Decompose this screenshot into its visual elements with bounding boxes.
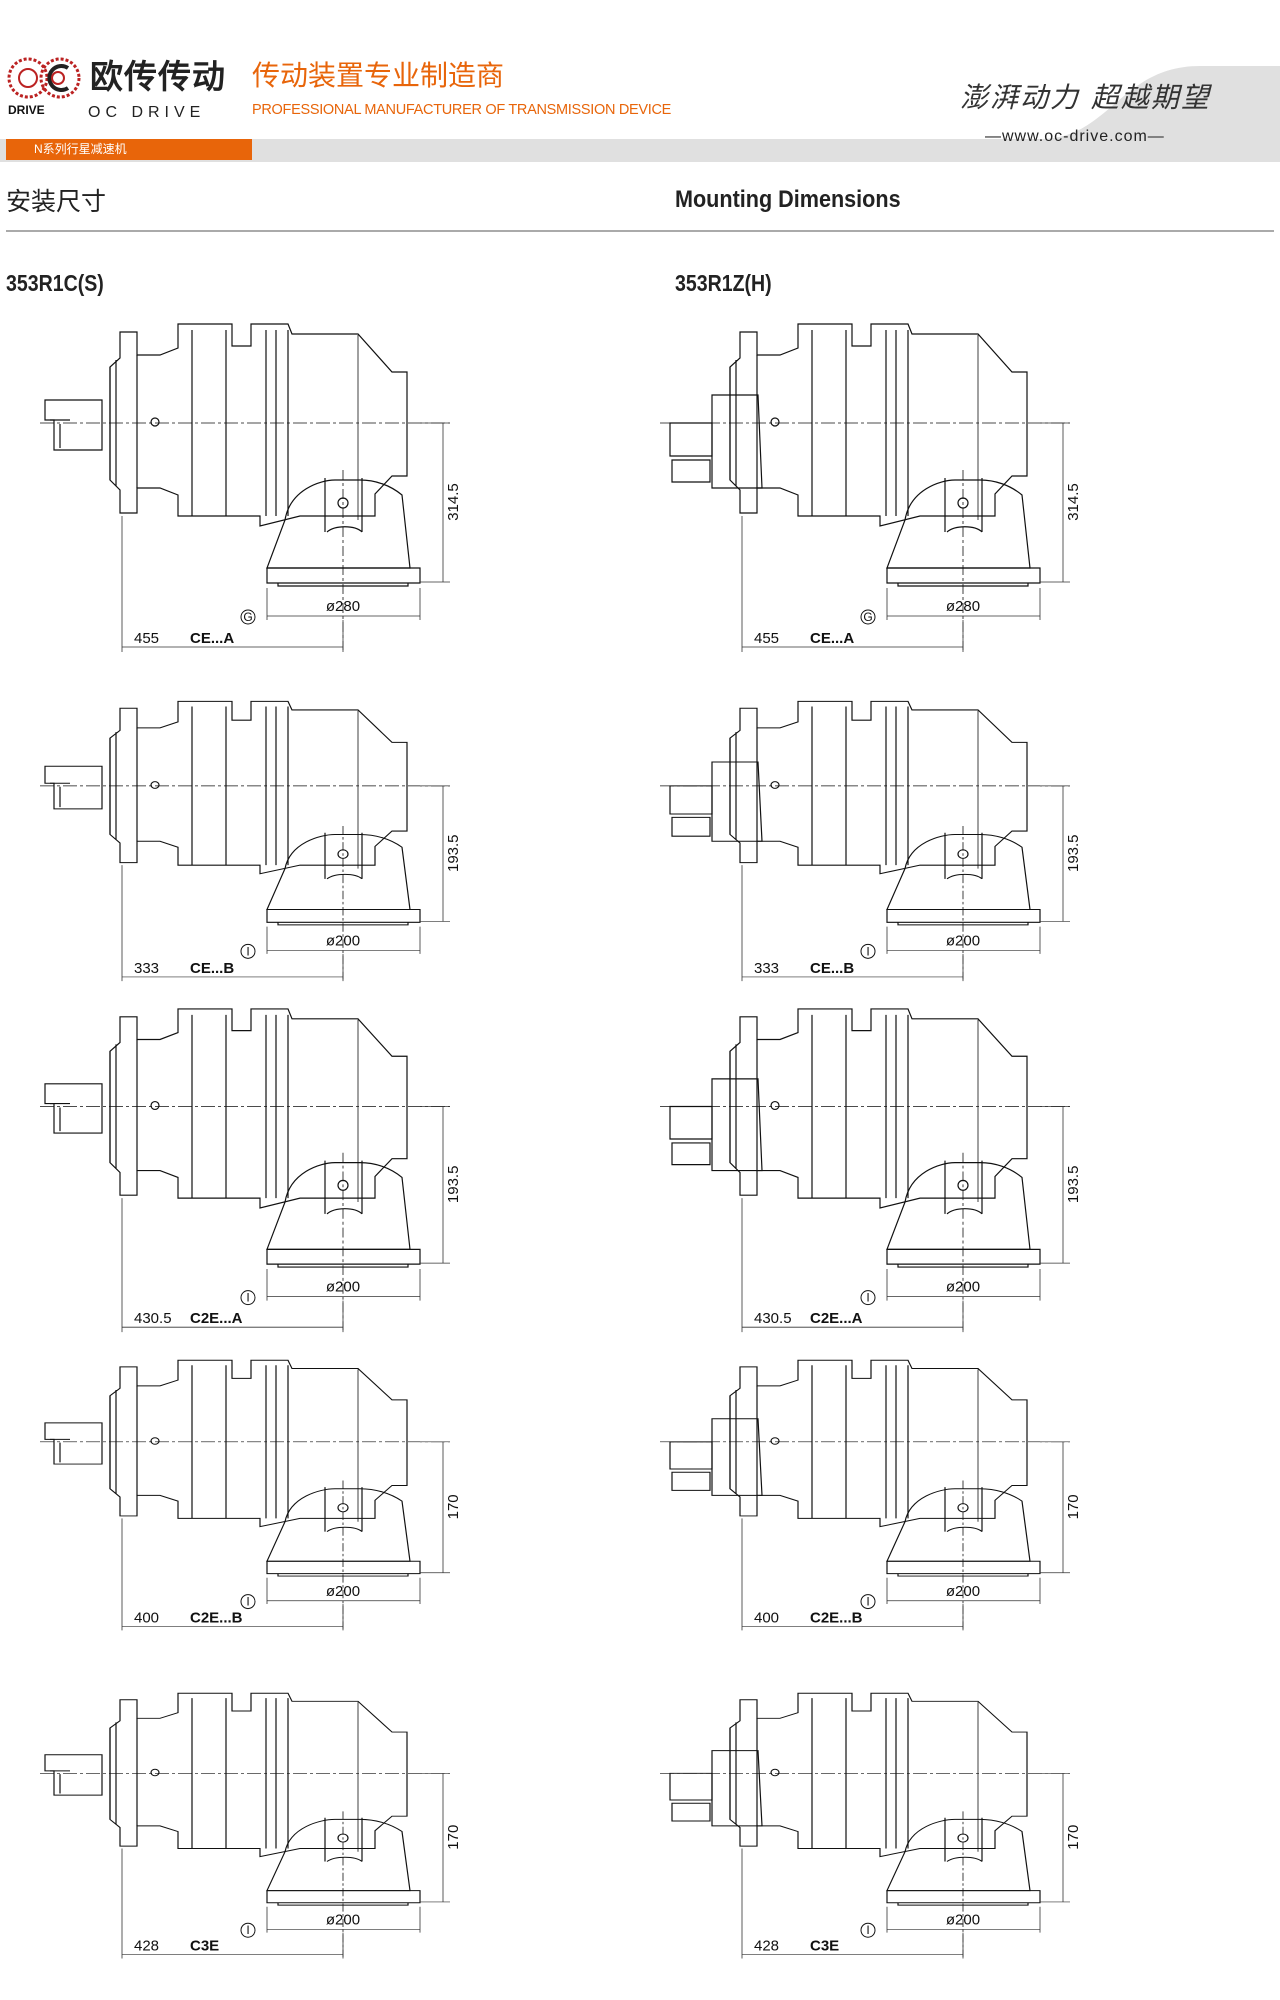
slogan-cn: 传动装置专业制造商	[252, 60, 505, 91]
height-dimension: 170	[445, 1825, 462, 1850]
length-dimension: 428	[134, 1937, 159, 1954]
diameter-dimension: ø200	[946, 1911, 980, 1928]
height-dimension: 193.5	[1065, 834, 1082, 872]
diameter-dimension: ø280	[946, 598, 980, 615]
height-dimension: 193.5	[445, 1166, 462, 1204]
gearbox-drawing: I 193.5 ø200 430.5 C2E...A	[660, 1008, 1082, 1333]
logo-text: DRIVE	[8, 103, 45, 117]
gearbox-drawing: I 170 ø200 428 C3E	[40, 1692, 462, 1959]
surface-symbol: G	[243, 610, 252, 624]
diameter-dimension: ø200	[946, 932, 980, 949]
divider	[6, 230, 1274, 232]
length-dimension: 333	[754, 960, 779, 977]
length-dimension: 430.5	[754, 1310, 792, 1327]
model-label-right: 353R1Z(H)	[675, 270, 772, 296]
diameter-dimension: ø200	[326, 1911, 360, 1928]
gearbox-drawing: G 314.5 ø280 455 CE...A	[40, 323, 462, 652]
height-dimension: 314.5	[445, 483, 462, 521]
length-dimension: 428	[754, 1937, 779, 1954]
height-dimension: 170	[445, 1494, 462, 1519]
gearbox-drawing: I 193.5 ø200 333 CE...B	[660, 700, 1082, 982]
length-dimension: 333	[134, 960, 159, 977]
variant-code: CE...B	[810, 960, 854, 977]
diameter-dimension: ø200	[326, 1279, 360, 1296]
length-dimension: 400	[134, 1609, 159, 1626]
variant-code: C2E...A	[190, 1310, 243, 1327]
website-url: —www.oc-drive.com—	[985, 128, 1165, 145]
gear-logo-icon: DRIVE	[7, 57, 81, 117]
surface-symbol: I	[246, 1595, 249, 1609]
brand-name-en: OC DRIVE	[88, 104, 206, 121]
gearbox-drawing: I 170 ø200 400 C2E...B	[40, 1359, 462, 1631]
length-dimension: 455	[134, 630, 159, 647]
length-dimension: 400	[754, 1609, 779, 1626]
section-title-en: Mounting Dimensions	[675, 186, 901, 213]
variant-code: C2E...B	[190, 1609, 243, 1626]
height-dimension: 170	[1065, 1825, 1082, 1850]
length-dimension: 430.5	[134, 1310, 172, 1327]
section-title-cn: 安装尺寸	[6, 188, 107, 216]
surface-symbol: I	[246, 1923, 249, 1937]
model-label-left: 353R1C(S)	[6, 270, 104, 296]
height-dimension: 314.5	[1065, 483, 1082, 521]
variant-code: C2E...B	[810, 1609, 863, 1626]
variant-code: CE...A	[190, 630, 234, 647]
variant-code: C3E	[810, 1937, 839, 1954]
variant-code: CE...B	[190, 960, 234, 977]
surface-symbol: I	[866, 944, 869, 958]
height-dimension: 193.5	[445, 834, 462, 872]
gearbox-drawing: I 170 ø200 400 C2E...B	[660, 1359, 1082, 1631]
variant-code: C2E...A	[810, 1310, 863, 1327]
diameter-dimension: ø200	[946, 1279, 980, 1296]
height-dimension: 193.5	[1065, 1166, 1082, 1204]
variant-code: C3E	[190, 1937, 219, 1954]
gearbox-drawing: G 314.5 ø280 455 CE...A	[660, 323, 1082, 652]
diameter-dimension: ø280	[326, 598, 360, 615]
height-dimension: 170	[1065, 1494, 1082, 1519]
diameter-dimension: ø200	[946, 1583, 980, 1600]
gearbox-drawing: I 193.5 ø200 430.5 C2E...A	[40, 1008, 462, 1333]
slogan-en: PROFESSIONAL MANUFACTURER OF TRANSMISSIO…	[252, 102, 672, 118]
surface-symbol: I	[246, 944, 249, 958]
diameter-dimension: ø200	[326, 932, 360, 949]
motto: 澎湃动力 超越期望	[960, 81, 1211, 114]
surface-symbol: I	[246, 1291, 249, 1305]
diameter-dimension: ø200	[326, 1583, 360, 1600]
length-dimension: 455	[754, 630, 779, 647]
gearbox-drawing: I 170 ø200 428 C3E	[660, 1692, 1082, 1959]
brand-name-cn: 欧传传动	[90, 58, 226, 95]
gearbox-drawing: I 193.5 ø200 333 CE...B	[40, 700, 462, 982]
surface-symbol: I	[866, 1923, 869, 1937]
surface-symbol: I	[866, 1595, 869, 1609]
surface-symbol: I	[866, 1291, 869, 1305]
variant-code: CE...A	[810, 630, 854, 647]
surface-symbol: G	[863, 610, 872, 624]
series-tab[interactable]: N系列行星减速机	[6, 139, 252, 160]
